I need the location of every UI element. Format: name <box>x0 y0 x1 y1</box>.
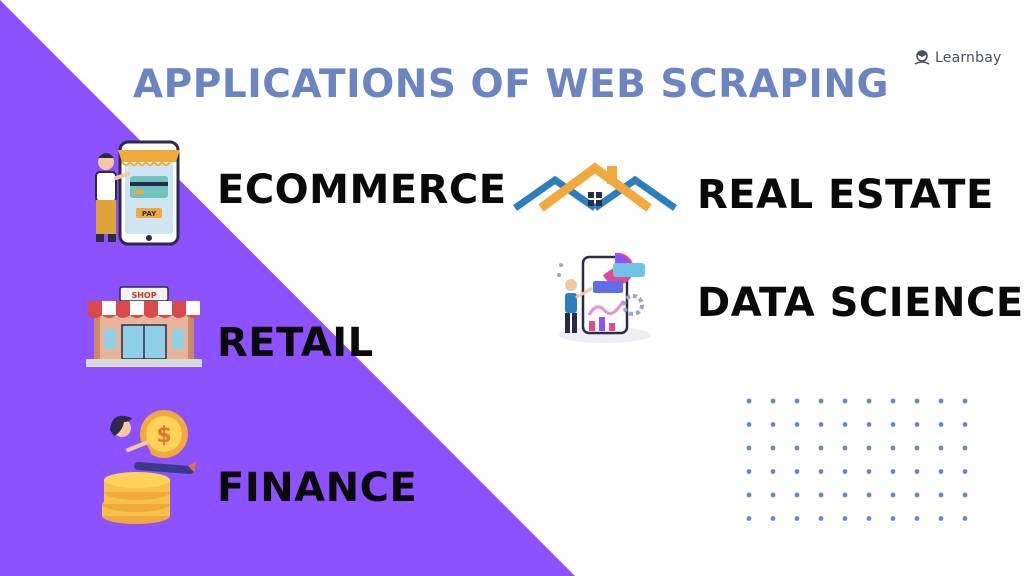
graduate-logo-icon <box>914 50 930 65</box>
decor-dot <box>746 516 752 521</box>
label-finance: FINANCE <box>217 465 418 511</box>
decor-dot <box>914 422 920 427</box>
data-analytics-icon <box>557 252 651 343</box>
decor-dot <box>842 469 848 474</box>
decor-dot <box>794 469 800 474</box>
dot-grid-decoration <box>746 398 968 521</box>
decor-dot <box>962 445 968 451</box>
decor-dot <box>818 492 824 498</box>
decor-dot <box>818 469 824 474</box>
decor-dot <box>746 492 752 498</box>
decor-dot <box>770 445 776 451</box>
mobile-shop-icon: PAY <box>95 140 180 246</box>
decor-dot <box>890 469 896 474</box>
decor-dot <box>914 492 920 498</box>
decor-dot <box>794 398 800 404</box>
decor-dot <box>770 492 776 498</box>
coins-stack-icon: $ <box>102 410 196 524</box>
decor-dot <box>818 516 824 521</box>
decor-dot <box>890 445 896 451</box>
decor-dot <box>938 492 944 498</box>
decor-dot <box>938 422 944 427</box>
decor-dot <box>914 398 920 404</box>
decor-dot <box>842 516 848 521</box>
decor-dot <box>842 422 848 427</box>
svg-text:PAY: PAY <box>142 210 157 218</box>
decor-dot <box>890 398 896 404</box>
decor-dot <box>890 516 896 521</box>
decor-dot <box>746 469 752 474</box>
decor-dot <box>842 398 848 404</box>
decor-dot <box>746 398 752 404</box>
decor-dot <box>962 398 968 404</box>
decor-dot <box>794 445 800 451</box>
decor-dot <box>770 469 776 474</box>
decor-dot <box>962 492 968 498</box>
svg-text:$: $ <box>156 423 171 448</box>
svg-text:SHOP: SHOP <box>131 291 156 300</box>
label-data-science: DATA SCIENCE <box>697 280 1024 326</box>
shop-storefront-icon: SHOP <box>86 286 202 367</box>
decor-dot <box>842 492 848 498</box>
decor-dot <box>770 516 776 521</box>
decor-dot <box>746 445 752 451</box>
decor-dot <box>866 469 872 474</box>
learnbay-logo: Learnbay <box>912 48 1001 68</box>
label-ecommerce: ECOMMERCE <box>217 167 507 213</box>
decor-dot <box>962 516 968 521</box>
decor-dot <box>938 445 944 451</box>
decor-dot <box>866 422 872 427</box>
decor-dot <box>818 422 824 427</box>
decor-dot <box>818 445 824 451</box>
decor-dot <box>962 422 968 427</box>
decor-dot <box>746 422 752 427</box>
decor-dot <box>938 469 944 474</box>
page-title: APPLICATIONS OF WEB SCRAPING <box>133 62 890 107</box>
decor-dot <box>866 492 872 498</box>
label-real-estate: REAL ESTATE <box>697 172 994 218</box>
label-retail: RETAIL <box>217 320 374 366</box>
decor-dot <box>770 422 776 427</box>
decor-dot <box>866 445 872 451</box>
decor-dot <box>890 492 896 498</box>
decor-dot <box>818 398 824 404</box>
decor-dot <box>770 398 776 404</box>
decor-dot <box>866 516 872 521</box>
decor-dot <box>938 516 944 521</box>
decor-dot <box>794 422 800 427</box>
decor-dot <box>842 445 848 451</box>
house-roof-icon <box>512 162 678 212</box>
logo-text: Learnbay <box>935 50 1002 66</box>
decor-dot <box>794 516 800 521</box>
decor-dot <box>938 398 944 404</box>
decor-dot <box>914 445 920 451</box>
decor-dot <box>914 469 920 474</box>
decor-dot <box>962 469 968 474</box>
decor-dot <box>866 398 872 404</box>
decor-dot <box>794 492 800 498</box>
decor-dot <box>914 516 920 521</box>
decor-dot <box>890 422 896 427</box>
